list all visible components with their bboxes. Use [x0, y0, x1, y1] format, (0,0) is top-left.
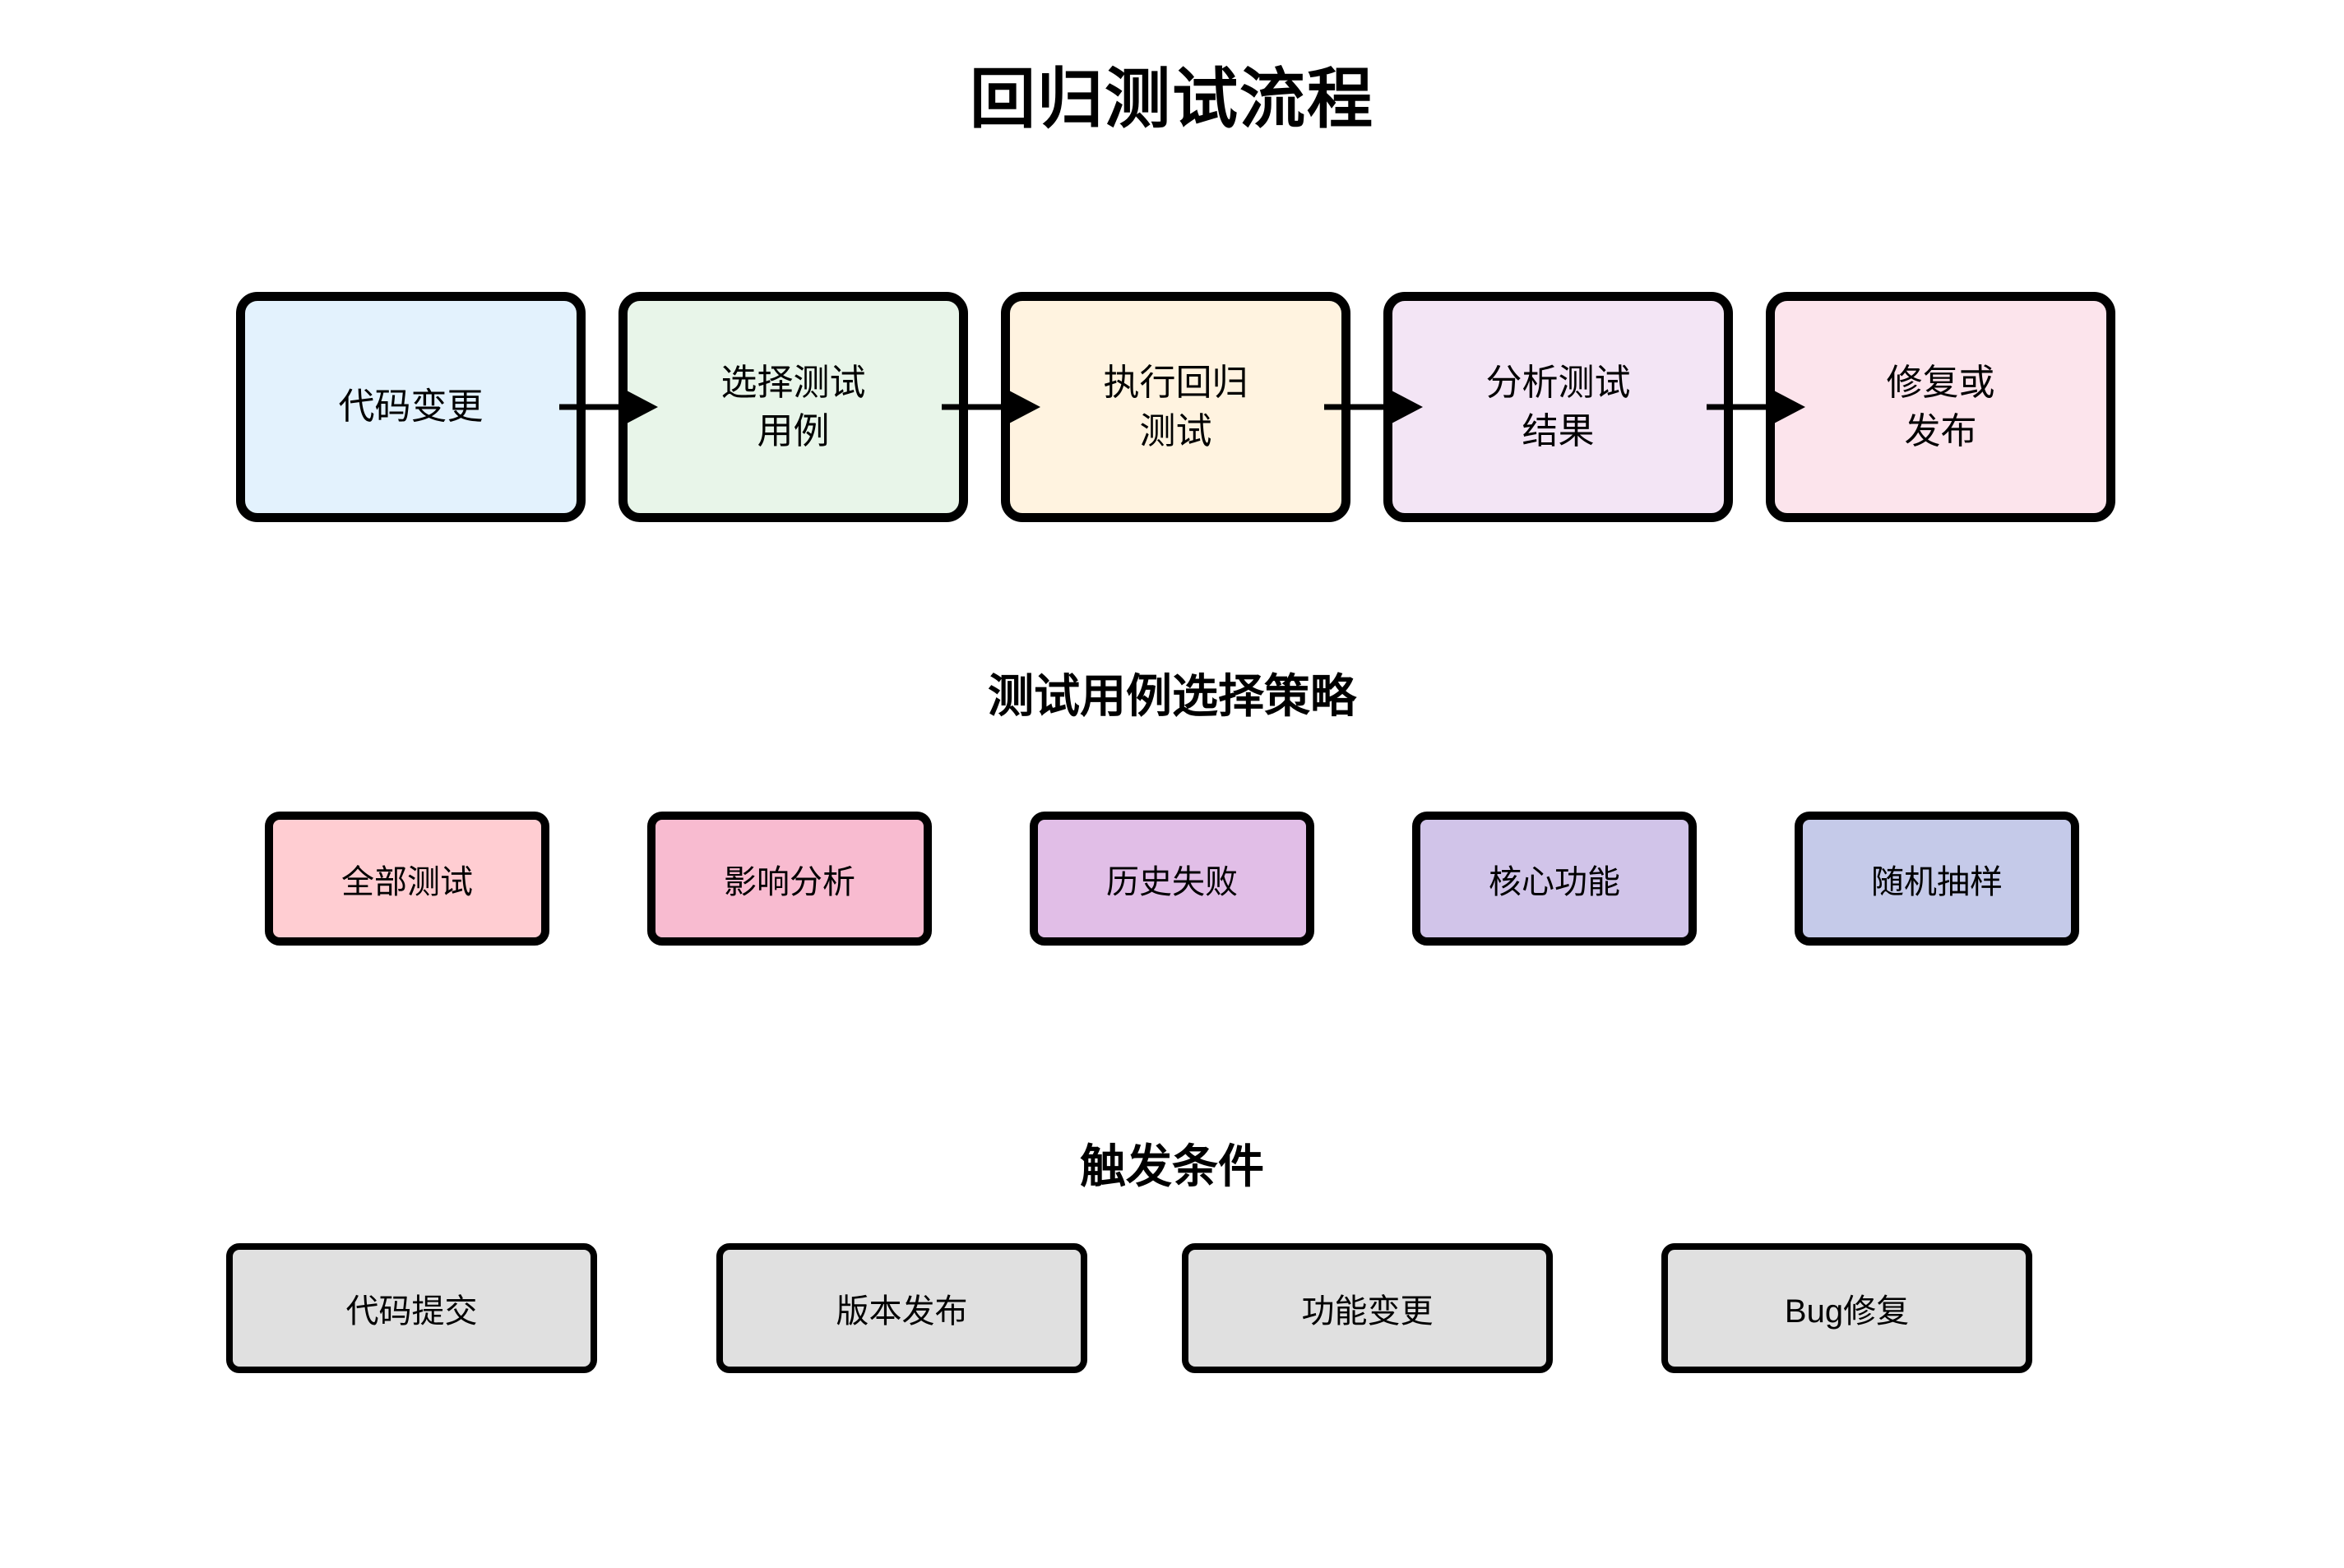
right-arrow-icon: [1707, 382, 1805, 432]
flow-step-code-change: 代码变更: [236, 292, 586, 522]
right-arrow-icon: [1324, 382, 1423, 432]
flow-step-label: 分析测试 结果: [1485, 362, 1631, 451]
trigger-label: 版本发布: [836, 1293, 968, 1330]
strategy-random-sampling: 随机抽样: [1795, 812, 2079, 946]
trigger-version-release: 版本发布: [716, 1243, 1087, 1373]
flow-step-label: 修复或 发布: [1886, 362, 1995, 451]
trigger-code-commit: 代码提交: [226, 1243, 597, 1373]
flow-step-run-regression-tests: 执行回归 测试: [1001, 292, 1350, 522]
strategy-historical-failures: 历史失败: [1030, 812, 1314, 946]
triggers-heading: 触发条件: [1080, 1140, 1264, 1192]
trigger-label: 代码提交: [345, 1293, 478, 1330]
flow-step-label: 选择测试 用例: [720, 362, 866, 451]
strategy-core-features: 核心功能: [1412, 812, 1697, 946]
triggers-section: 代码提交 版本发布 功能变更 Bug修复: [0, 1243, 2344, 1375]
strategy-impact-analysis: 影响分析: [647, 812, 932, 946]
trigger-feature-change: 功能变更: [1182, 1243, 1553, 1373]
flow-step-label: 代码变更: [338, 386, 484, 428]
strategy-label: 随机抽样: [1871, 863, 2003, 900]
flow-step-analyze-results: 分析测试 结果: [1383, 292, 1733, 522]
page-title: 回归测试流程: [970, 62, 1374, 136]
flow-section: 代码变更 选择测试 用例 执行回归 测试 分析测试 结果 修复或 发布: [236, 292, 2148, 522]
strategy-label: 历史失败: [1106, 863, 1238, 900]
right-arrow-icon: [942, 382, 1040, 432]
trigger-label: 功能变更: [1301, 1293, 1434, 1330]
strategy-label: 核心功能: [1489, 863, 1620, 900]
trigger-label: Bug修复: [1784, 1293, 1910, 1330]
strategies-heading: 测试用例选择策略: [988, 670, 1356, 722]
strategy-label: 影响分析: [724, 863, 855, 900]
flow-step-select-test-cases: 选择测试 用例: [618, 292, 968, 522]
strategy-all-tests: 全部测试: [265, 812, 549, 946]
flow-step-label: 执行回归 测试: [1103, 362, 1248, 451]
strategies-section: 全部测试 影响分析 历史失败 核心功能 随机抽样: [265, 812, 2079, 946]
strategy-label: 全部测试: [341, 863, 473, 900]
right-arrow-icon: [559, 382, 658, 432]
flow-step-fix-or-release: 修复或 发布: [1766, 292, 2115, 522]
trigger-bug-fix: Bug修复: [1661, 1243, 2032, 1373]
